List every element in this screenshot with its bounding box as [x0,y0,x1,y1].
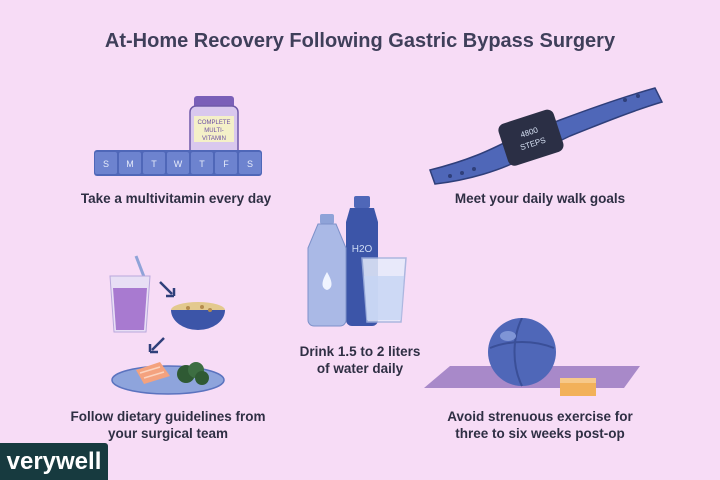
brand-logo: verywell [0,443,108,480]
caption-water-line2: of water daily [316,361,404,376]
exercise-illustration [424,318,640,396]
caption-walk: Meet your daily walk goals [454,191,626,206]
jar-label-line3: VITAMIN [202,136,226,142]
pill-day-label: S [103,159,109,169]
arrow-down-right-icon [159,281,176,298]
pill-day-label: F [223,159,229,169]
pill-compartment [143,152,165,174]
bottle-label: H2O [352,244,373,255]
pill-day-label: T [199,159,205,169]
caption-diet-line1: Follow dietary guidelines from [70,409,266,424]
pill-compartment [191,152,213,174]
caption-water-line1: Drink 1.5 to 2 liters [299,344,421,359]
pill-day-label: T [151,159,157,169]
pill-day-label: S [247,159,253,169]
caption-exercise-line2: three to six weeks post-op [455,426,625,441]
plastic-bottle [307,214,347,327]
caption-exercise: Avoid strenuous exercise for three to si… [420,408,660,442]
pill-compartment [239,152,261,174]
caption-diet-line2: your surgical team [107,426,229,441]
pill-day-label: W [174,159,183,169]
jar-label-line1: COMPLETE [197,120,230,126]
pill-compartment [119,152,141,174]
vitamin-jar: COMPLETE MULTI- VITAMIN [189,96,239,157]
smoothie-glass [109,255,151,333]
page-title: At-Home Recovery Following Gastric Bypas… [104,30,616,52]
water-illustration: H2O [307,196,407,327]
exercise-ball [488,318,556,387]
arrow-down-left-icon [148,337,165,354]
water-glass [361,257,407,323]
oatmeal-bowl [171,302,225,330]
multivitamin-illustration: COMPLETE MULTI- VITAMIN S M T W T F S [94,96,262,176]
fitness-tracker-illustration: 4800 STEPS [429,87,664,185]
diet-illustration [109,255,225,395]
caption-exercise-line1: Avoid strenuous exercise for [447,409,633,424]
foam-block [560,378,596,396]
caption-multivitamin: Take a multivitamin every day [80,191,272,206]
jar-label-line2: MULTI- [204,128,224,134]
caption-water: Drink 1.5 to 2 liters of water daily [260,343,460,377]
tracker-screen: 4800 STEPS [498,109,564,166]
pill-compartment [167,152,189,174]
caption-diet: Follow dietary guidelines from your surg… [48,408,288,442]
salmon-plate [111,362,225,395]
pill-compartment [215,152,237,174]
pill-compartment [95,152,117,174]
pill-day-label: M [126,159,134,169]
